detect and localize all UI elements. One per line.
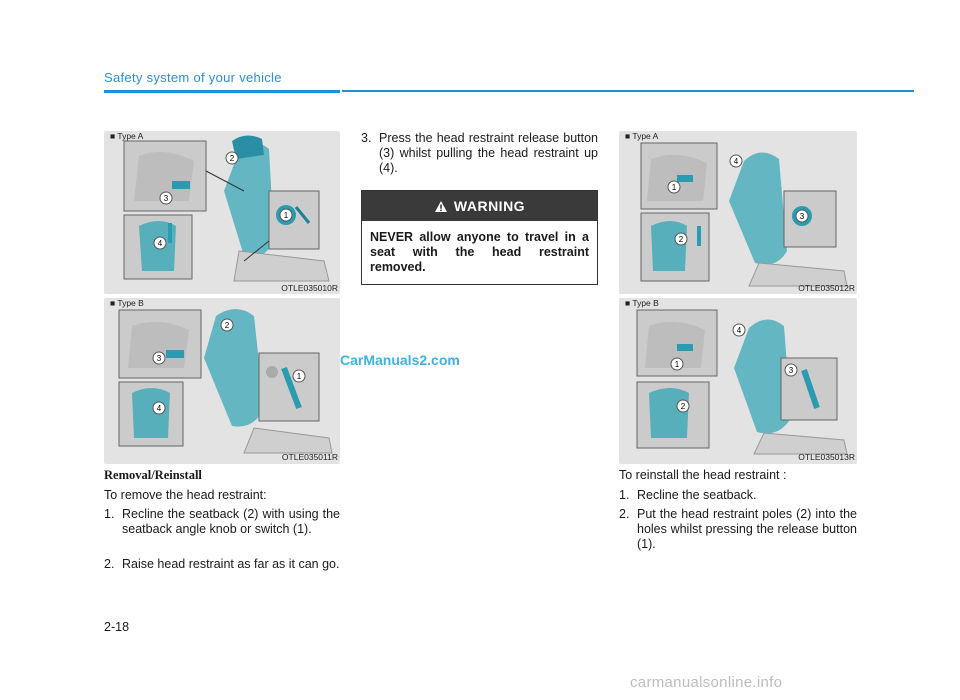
step-text: Raise head restraint as far as it can go… bbox=[122, 557, 340, 571]
callout-2: 2 bbox=[230, 154, 235, 163]
callout-1: 1 bbox=[284, 211, 289, 220]
reinstall-intro: To reinstall the head restraint : bbox=[619, 468, 787, 482]
step-number: 1. bbox=[104, 507, 115, 521]
callout-2: 2 bbox=[679, 235, 684, 244]
step-text: Put the head restraint poles (2) into th… bbox=[637, 507, 857, 551]
warning-title: WARNING bbox=[453, 198, 526, 214]
callout-4: 4 bbox=[157, 404, 162, 413]
figure-type-label: ■ Type B bbox=[625, 298, 659, 308]
callout-3: 3 bbox=[164, 194, 169, 203]
step-number: 1. bbox=[619, 488, 630, 502]
figure-type-label: ■ Type A bbox=[625, 131, 659, 141]
callout-2: 2 bbox=[681, 402, 686, 411]
removal-heading: Removal/Reinstall bbox=[104, 468, 202, 482]
callout-1: 1 bbox=[297, 372, 302, 381]
section-header: Safety system of your vehicle bbox=[104, 70, 914, 94]
figure-type-b-removal: 2 3 4 1 ■ Type B OTLE035011R bbox=[104, 298, 340, 464]
figure-type-label: ■ Type A bbox=[110, 131, 144, 141]
callout-2: 2 bbox=[225, 321, 230, 330]
seat-illustration: 2 3 4 1 bbox=[118, 309, 333, 454]
step-number: 2. bbox=[619, 507, 630, 521]
figure-type-a-reinstall: 4 1 2 3 ■ Type A OTLE035012R bbox=[619, 131, 857, 294]
step-text: Recline the seatback (2) with using the … bbox=[122, 507, 340, 536]
reinstall-step-1: 1. Recline the seatback. bbox=[619, 488, 857, 503]
header-rule-thin bbox=[342, 90, 914, 92]
removal-intro: To remove the head restraint: bbox=[104, 488, 267, 502]
figure-code: OTLE035011R bbox=[281, 452, 338, 462]
callout-3: 3 bbox=[789, 366, 794, 375]
callout-1: 1 bbox=[675, 360, 680, 369]
footer-watermark: carmanualsonline.info bbox=[630, 674, 783, 691]
step-number: 3. bbox=[361, 131, 372, 145]
step-number: 2. bbox=[104, 557, 115, 571]
warning-box: WARNING NEVER allow anyone to travel in … bbox=[361, 190, 598, 285]
callout-1: 1 bbox=[672, 183, 677, 192]
step-text: Press the head restraint release button … bbox=[379, 131, 598, 175]
warning-triangle-icon bbox=[434, 200, 447, 212]
removal-step-2: 2. Raise head restraint as far as it can… bbox=[104, 557, 340, 572]
callout-4: 4 bbox=[158, 239, 163, 248]
header-rule-thick bbox=[104, 90, 340, 93]
seat-illustration: 4 1 2 3 bbox=[636, 309, 848, 455]
callout-3: 3 bbox=[800, 212, 805, 221]
seat-illustration: 4 1 2 3 bbox=[640, 142, 848, 287]
section-title: Safety system of your vehicle bbox=[104, 70, 282, 85]
figure-code: OTLE035013R bbox=[798, 452, 855, 462]
seat-illustration: 2 3 4 1 bbox=[123, 135, 330, 282]
removal-step-1: 1. Recline the seatback (2) with using t… bbox=[104, 507, 340, 537]
removal-step-3: 3. Press the head restraint release butt… bbox=[361, 131, 598, 176]
step-text: Recline the seatback. bbox=[637, 488, 757, 502]
figure-code: OTLE035010R bbox=[281, 283, 338, 293]
callout-4: 4 bbox=[734, 157, 739, 166]
warning-text: NEVER allow anyone to travel in a seat w… bbox=[370, 230, 589, 274]
figure-type-a-removal: 2 3 4 1 ■ Type A OTLE035010R bbox=[104, 131, 340, 294]
figure-type-b-reinstall: 4 1 2 3 ■ Type B OTLE035013R bbox=[619, 298, 857, 464]
figure-code: OTLE035012R bbox=[798, 283, 855, 293]
reinstall-step-2: 2. Put the head restraint poles (2) into… bbox=[619, 507, 857, 552]
figure-type-label: ■ Type B bbox=[110, 298, 144, 308]
watermark: CarManuals2.com bbox=[340, 352, 460, 368]
page-number: 2-18 bbox=[104, 620, 130, 634]
callout-4: 4 bbox=[737, 326, 742, 335]
callout-3: 3 bbox=[157, 354, 162, 363]
warning-header: WARNING bbox=[362, 191, 597, 221]
